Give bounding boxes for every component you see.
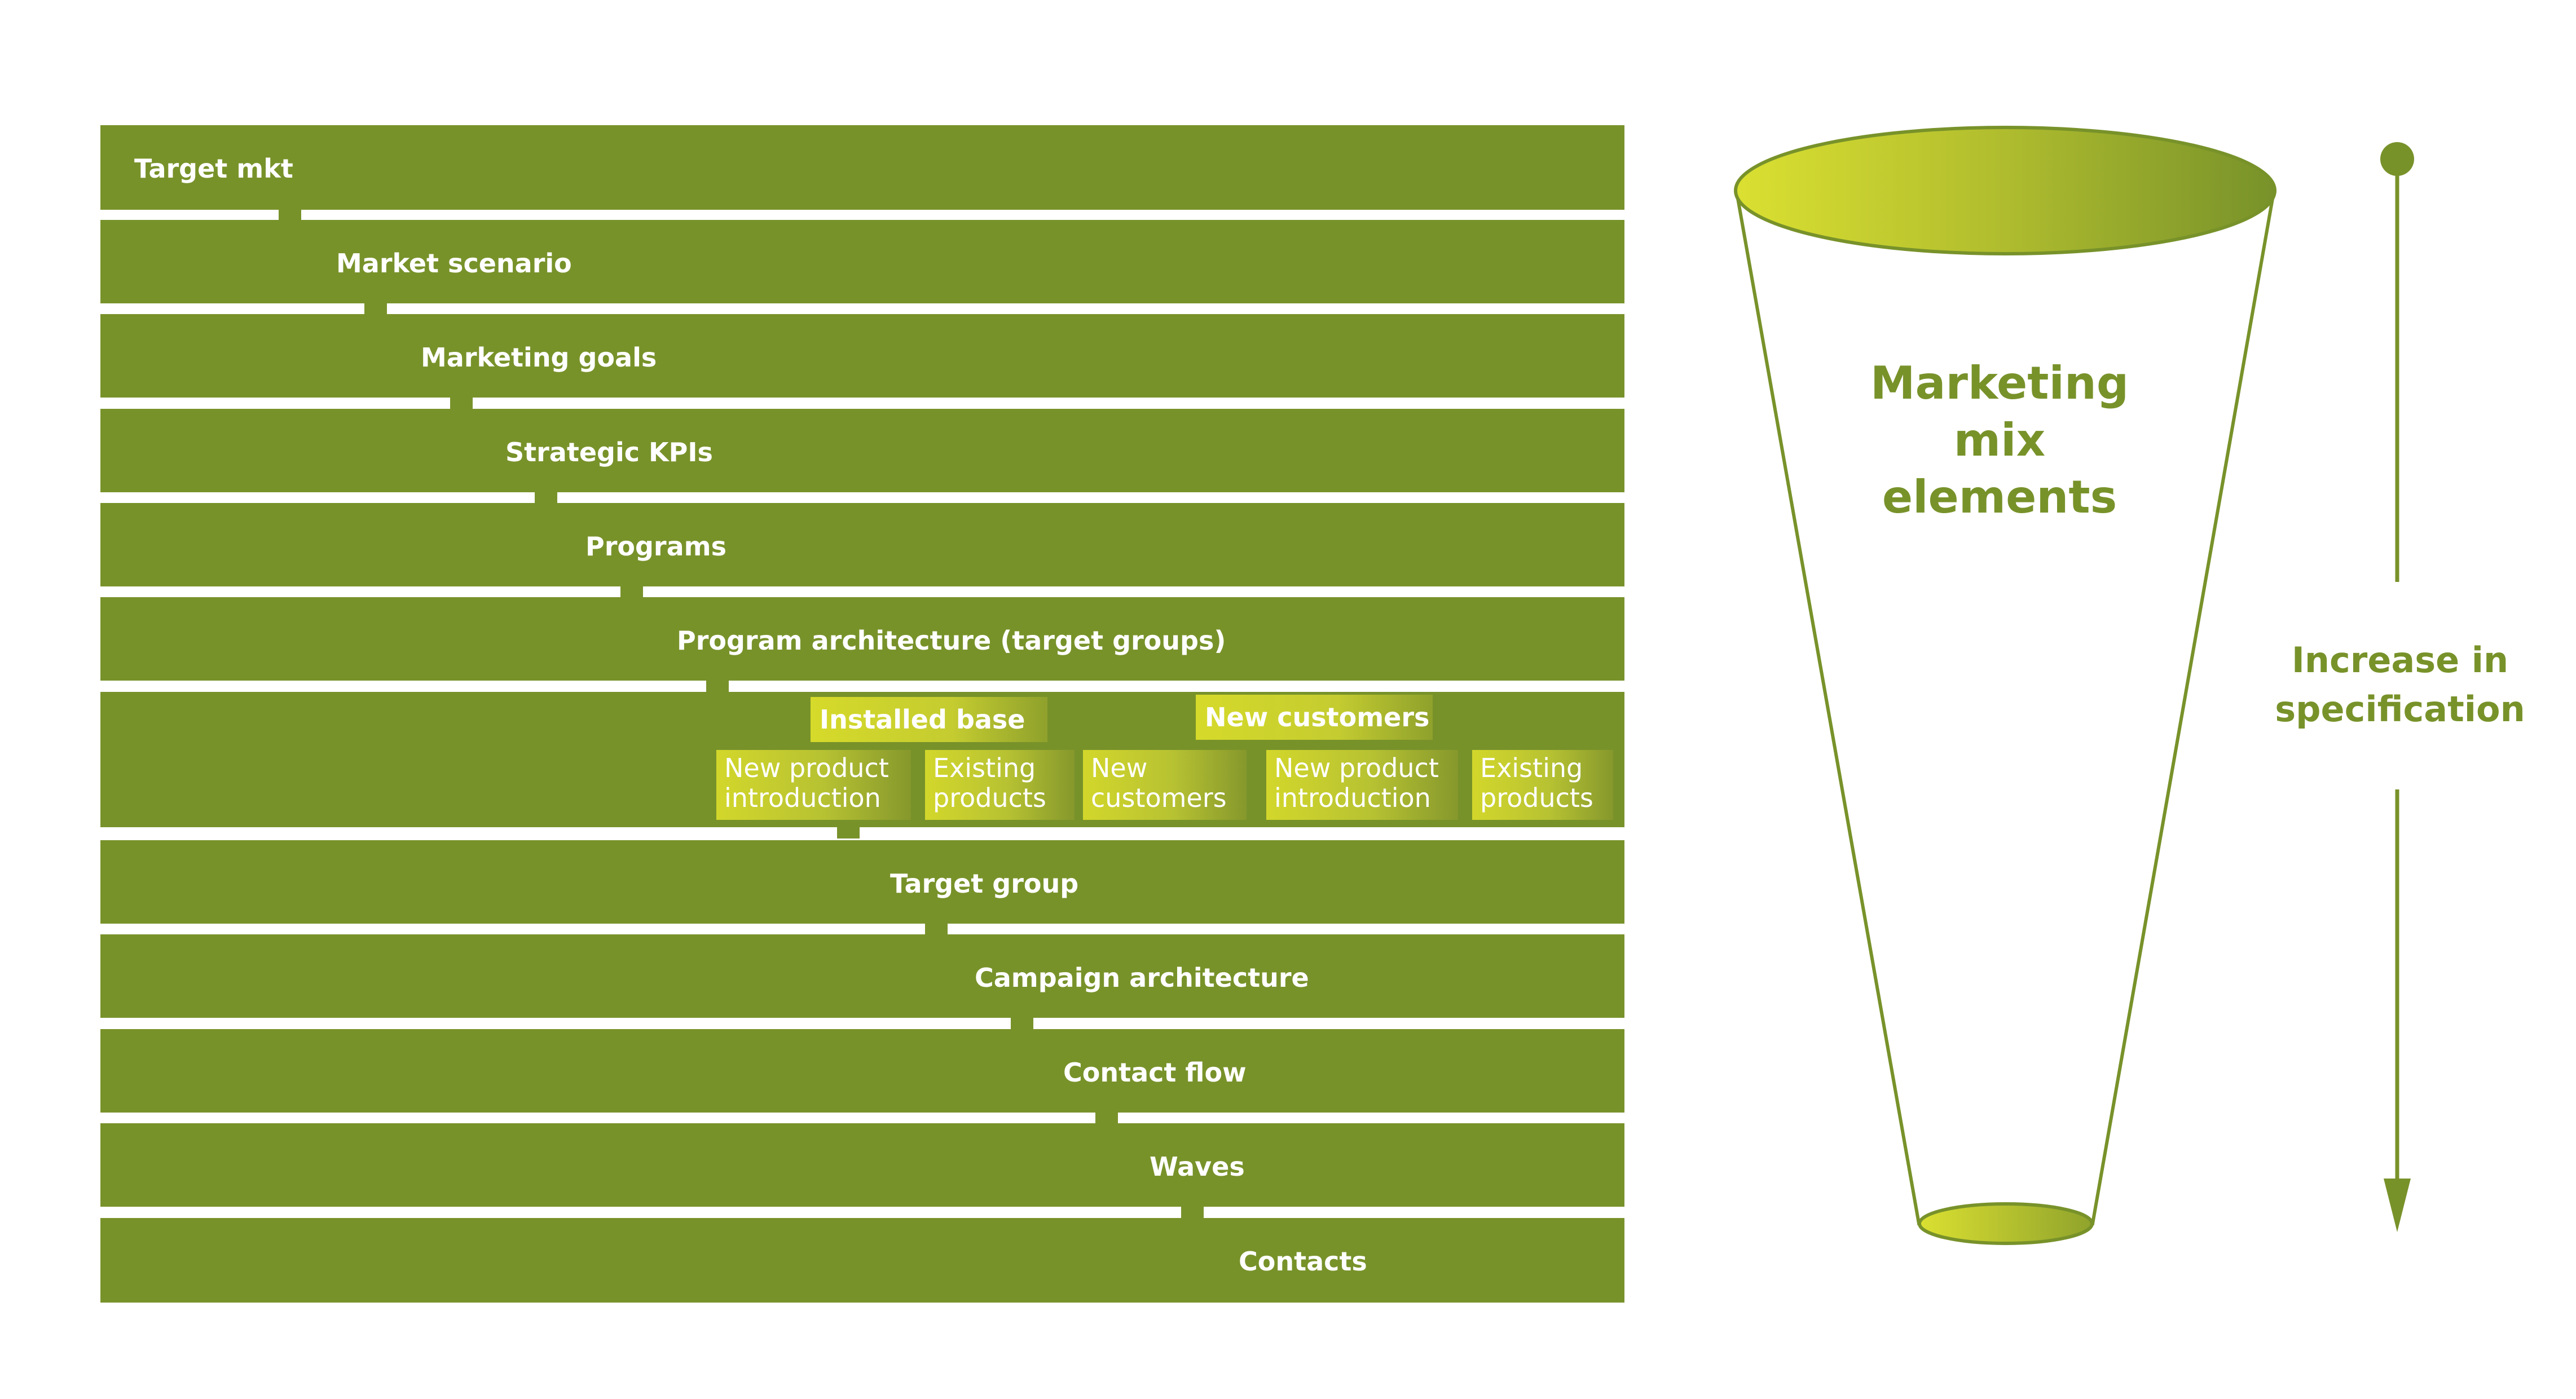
level-label: Program architecture (target groups) (677, 625, 1226, 656)
funnel-body (1734, 188, 2276, 1225)
funnel-title: Marketing mix elements (1830, 355, 2169, 526)
specification-axis-label: Increase in specification (2231, 636, 2569, 734)
level-band-programs: Programs (100, 503, 1624, 586)
level-connector (706, 679, 729, 692)
spec-label-line: specification (2275, 688, 2525, 730)
level-connector (364, 302, 387, 315)
level-label: Waves (1150, 1151, 1245, 1182)
level-label: Contact flow (1063, 1057, 1247, 1088)
level-band-campaign-architecture: Campaign architecture (100, 934, 1624, 1018)
funnel-bottom-ellipse (1918, 1202, 2094, 1245)
level-connector (1181, 1206, 1204, 1218)
level-connector (837, 826, 860, 838)
level-label: Market scenario (336, 248, 572, 279)
level-band-target-mkt: Target mkt (100, 125, 1624, 210)
level-band-waves: Waves (100, 1123, 1624, 1207)
level-label: Marketing goals (421, 342, 657, 373)
level-label: Programs (585, 531, 726, 562)
level-band-contacts: Contacts (100, 1218, 1624, 1303)
level-connector (925, 923, 948, 935)
level-connector (535, 491, 557, 504)
level-label: Campaign architecture (975, 963, 1309, 993)
level-label: Target mkt (134, 153, 293, 184)
segment-subtag-new-customers: New customers (1083, 750, 1247, 820)
level-label: Contacts (1239, 1246, 1367, 1277)
segment-subtag-new-product-introduction: New product introduction (716, 750, 911, 820)
segment-tag-installed-base: Installed base (811, 697, 1047, 742)
level-band-marketing-goals: Marketing goals (100, 314, 1624, 398)
funnel-title-line: elements (1882, 470, 2117, 523)
spec-label-line: Increase in (2291, 639, 2509, 681)
level-band-target-group: Target group (100, 840, 1624, 924)
funnel-title-line: Marketing (1870, 357, 2129, 409)
segment-subtag-existing-products: Existing products (925, 750, 1075, 820)
level-band-program-architecture: Program architecture (target groups) (100, 597, 1624, 681)
level-connector (279, 209, 301, 221)
level-label: Strategic KPIs (505, 437, 713, 467)
segment-subtag-new-product-introduction: New product introduction (1266, 750, 1458, 820)
level-band-strategic-kpis: Strategic KPIs (100, 409, 1624, 492)
level-connector (1095, 1111, 1118, 1124)
level-label: Target group (890, 868, 1079, 899)
level-connector (620, 585, 643, 598)
funnel-top-ellipse (1734, 126, 2276, 255)
axis-arrowhead (2384, 1179, 2411, 1232)
level-connector (450, 396, 473, 409)
level-band-contact-flow: Contact flow (100, 1029, 1624, 1113)
level-connector (1011, 1017, 1033, 1029)
segment-tag-new-customers: New customers (1196, 695, 1433, 740)
level-band-market-scenario: Market scenario (100, 220, 1624, 303)
segment-subtag-existing-products: Existing products (1472, 750, 1613, 820)
funnel-title-line: mix (1953, 413, 2046, 466)
